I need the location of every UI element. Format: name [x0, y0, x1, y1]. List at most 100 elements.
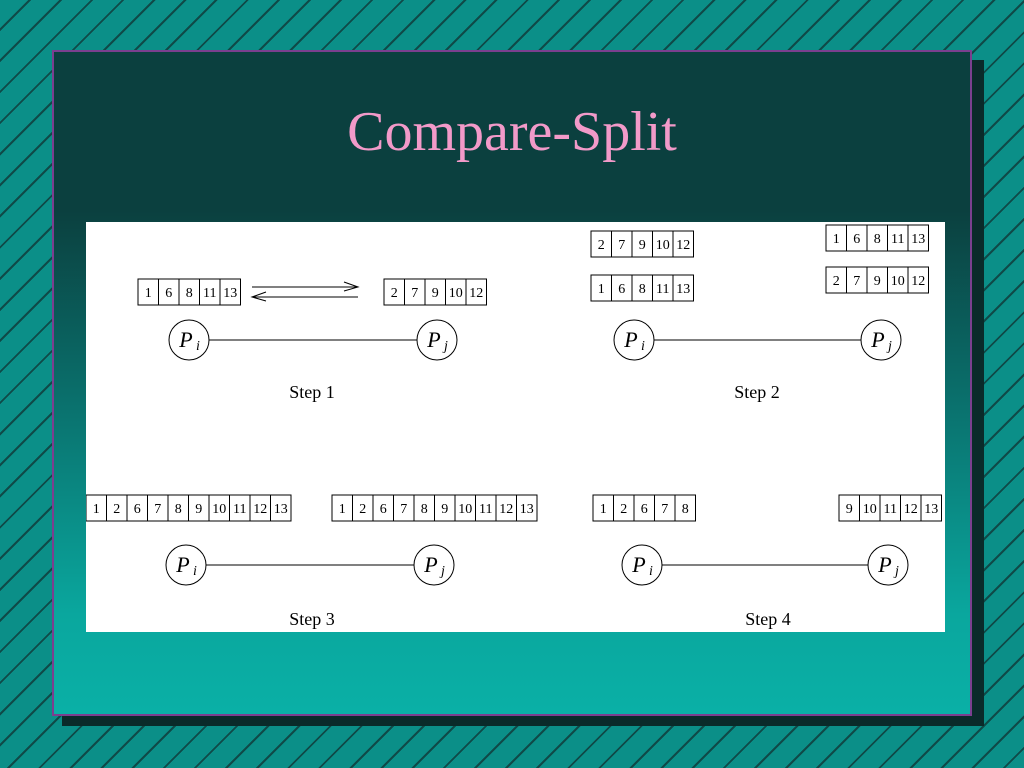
node-pi-label: P — [631, 552, 645, 577]
node-pj-circle — [413, 544, 455, 586]
array-cell-value: 13 — [676, 282, 690, 297]
left-arrow-head — [250, 291, 267, 302]
array-cell — [270, 494, 292, 522]
array-cell-value: 12 — [499, 502, 513, 517]
array-cell-value: 9 — [432, 286, 439, 301]
slide-title: Compare-Split — [347, 101, 677, 163]
array-cell-value: 2 — [833, 274, 840, 289]
array-cell-value: 6 — [853, 232, 860, 247]
array-cell-value: 6 — [380, 502, 387, 517]
array-cell-value: 11 — [233, 502, 246, 517]
array-cell-value: 9 — [874, 274, 881, 289]
array-cell — [907, 266, 929, 294]
array-cell-value: 1 — [600, 502, 607, 517]
array-cell-value: 13 — [223, 286, 237, 301]
node-pj-circle — [860, 319, 902, 361]
array-cell-value: 13 — [274, 502, 288, 517]
array-cell-value: 8 — [421, 502, 428, 517]
array-cell-value: 12 — [676, 238, 690, 253]
array-cell — [674, 494, 696, 522]
array-cell-value: 11 — [479, 502, 492, 517]
step-label: Step 4 — [745, 609, 791, 629]
array-cell-value: 9 — [195, 502, 202, 517]
array-cell — [465, 278, 487, 306]
array-cell-value: 8 — [874, 232, 881, 247]
array-cell-value: 7 — [618, 238, 625, 253]
node-pj-subscript: j — [442, 339, 448, 354]
array-cell-value: 6 — [165, 286, 172, 301]
node-pj-label: P — [870, 327, 884, 352]
array-cell-value: 9 — [846, 502, 853, 517]
right-arrow-head — [343, 281, 360, 292]
node-pj-label: P — [877, 552, 891, 577]
array-cell-value: 8 — [186, 286, 193, 301]
array-cell-value: 10 — [449, 286, 463, 301]
array-cell — [907, 224, 929, 252]
array-cell-value: 1 — [145, 286, 152, 301]
array-cell-value: 8 — [639, 282, 646, 297]
array-cell-value: 7 — [154, 502, 161, 517]
node-pj-subscript: j — [439, 564, 445, 579]
step-label: Step 3 — [289, 609, 335, 629]
array-cell — [672, 230, 694, 258]
array-cell — [516, 494, 538, 522]
array-cell-value: 11 — [656, 282, 669, 297]
array-cell-value: 8 — [682, 502, 689, 517]
node-pi-circle — [165, 544, 207, 586]
array-cell-value: 10 — [863, 502, 877, 517]
array-cell-value: 13 — [520, 502, 534, 517]
array-cell-value: 2 — [391, 286, 398, 301]
array-cell-value: 2 — [620, 502, 627, 517]
array-cell-value: 6 — [618, 282, 625, 297]
array-cell-value: 1 — [93, 502, 100, 517]
step-label: Step 2 — [734, 382, 780, 402]
array-cell-value: 13 — [911, 232, 925, 247]
array-cell-value: 12 — [253, 502, 267, 517]
array-cell-value: 1 — [339, 502, 346, 517]
node-pj-label: P — [423, 552, 437, 577]
array-cell-value: 1 — [833, 232, 840, 247]
array-cell-value: 6 — [134, 502, 141, 517]
array-cell-value: 7 — [411, 286, 418, 301]
node-pj-circle — [867, 544, 909, 586]
node-pj-label: P — [426, 327, 440, 352]
array-cell-value: 11 — [203, 286, 216, 301]
array-cell-value: 10 — [656, 238, 670, 253]
array-cell — [672, 274, 694, 302]
array-cell-value: 12 — [469, 286, 483, 301]
array-cell-value: 11 — [884, 502, 897, 517]
array-cell-value: 2 — [359, 502, 366, 517]
array-cell-value: 7 — [853, 274, 860, 289]
array-cell-value: 10 — [891, 274, 905, 289]
array-cell-value: 6 — [641, 502, 648, 517]
node-pi-circle — [613, 319, 655, 361]
array-cell-value: 10 — [458, 502, 472, 517]
array-cell-value: 7 — [400, 502, 407, 517]
node-pj-circle — [416, 319, 458, 361]
array-cell-value: 12 — [911, 274, 925, 289]
array-cell-value: 2 — [113, 502, 120, 517]
array-cell — [920, 494, 942, 522]
node-pi-subscript: i — [641, 339, 645, 354]
array-cell-value: 11 — [891, 232, 904, 247]
node-pi-subscript: i — [193, 564, 197, 579]
node-pi-label: P — [175, 552, 189, 577]
node-pi-subscript: i — [649, 564, 653, 579]
array-cell-value: 2 — [598, 238, 605, 253]
node-pi-circle — [621, 544, 663, 586]
array-cell-value: 1 — [598, 282, 605, 297]
array-cell-value: 9 — [441, 502, 448, 517]
array-cell-value: 13 — [924, 502, 938, 517]
array-cell — [219, 278, 241, 306]
node-pi-circle — [168, 319, 210, 361]
array-cell-value: 7 — [661, 502, 668, 517]
array-cell-value: 9 — [639, 238, 646, 253]
node-pi-label: P — [178, 327, 192, 352]
array-cell-value: 8 — [175, 502, 182, 517]
node-pj-subscript: j — [886, 339, 892, 354]
step-label: Step 1 — [289, 382, 335, 402]
array-cell-value: 12 — [904, 502, 918, 517]
node-pi-label: P — [623, 327, 637, 352]
